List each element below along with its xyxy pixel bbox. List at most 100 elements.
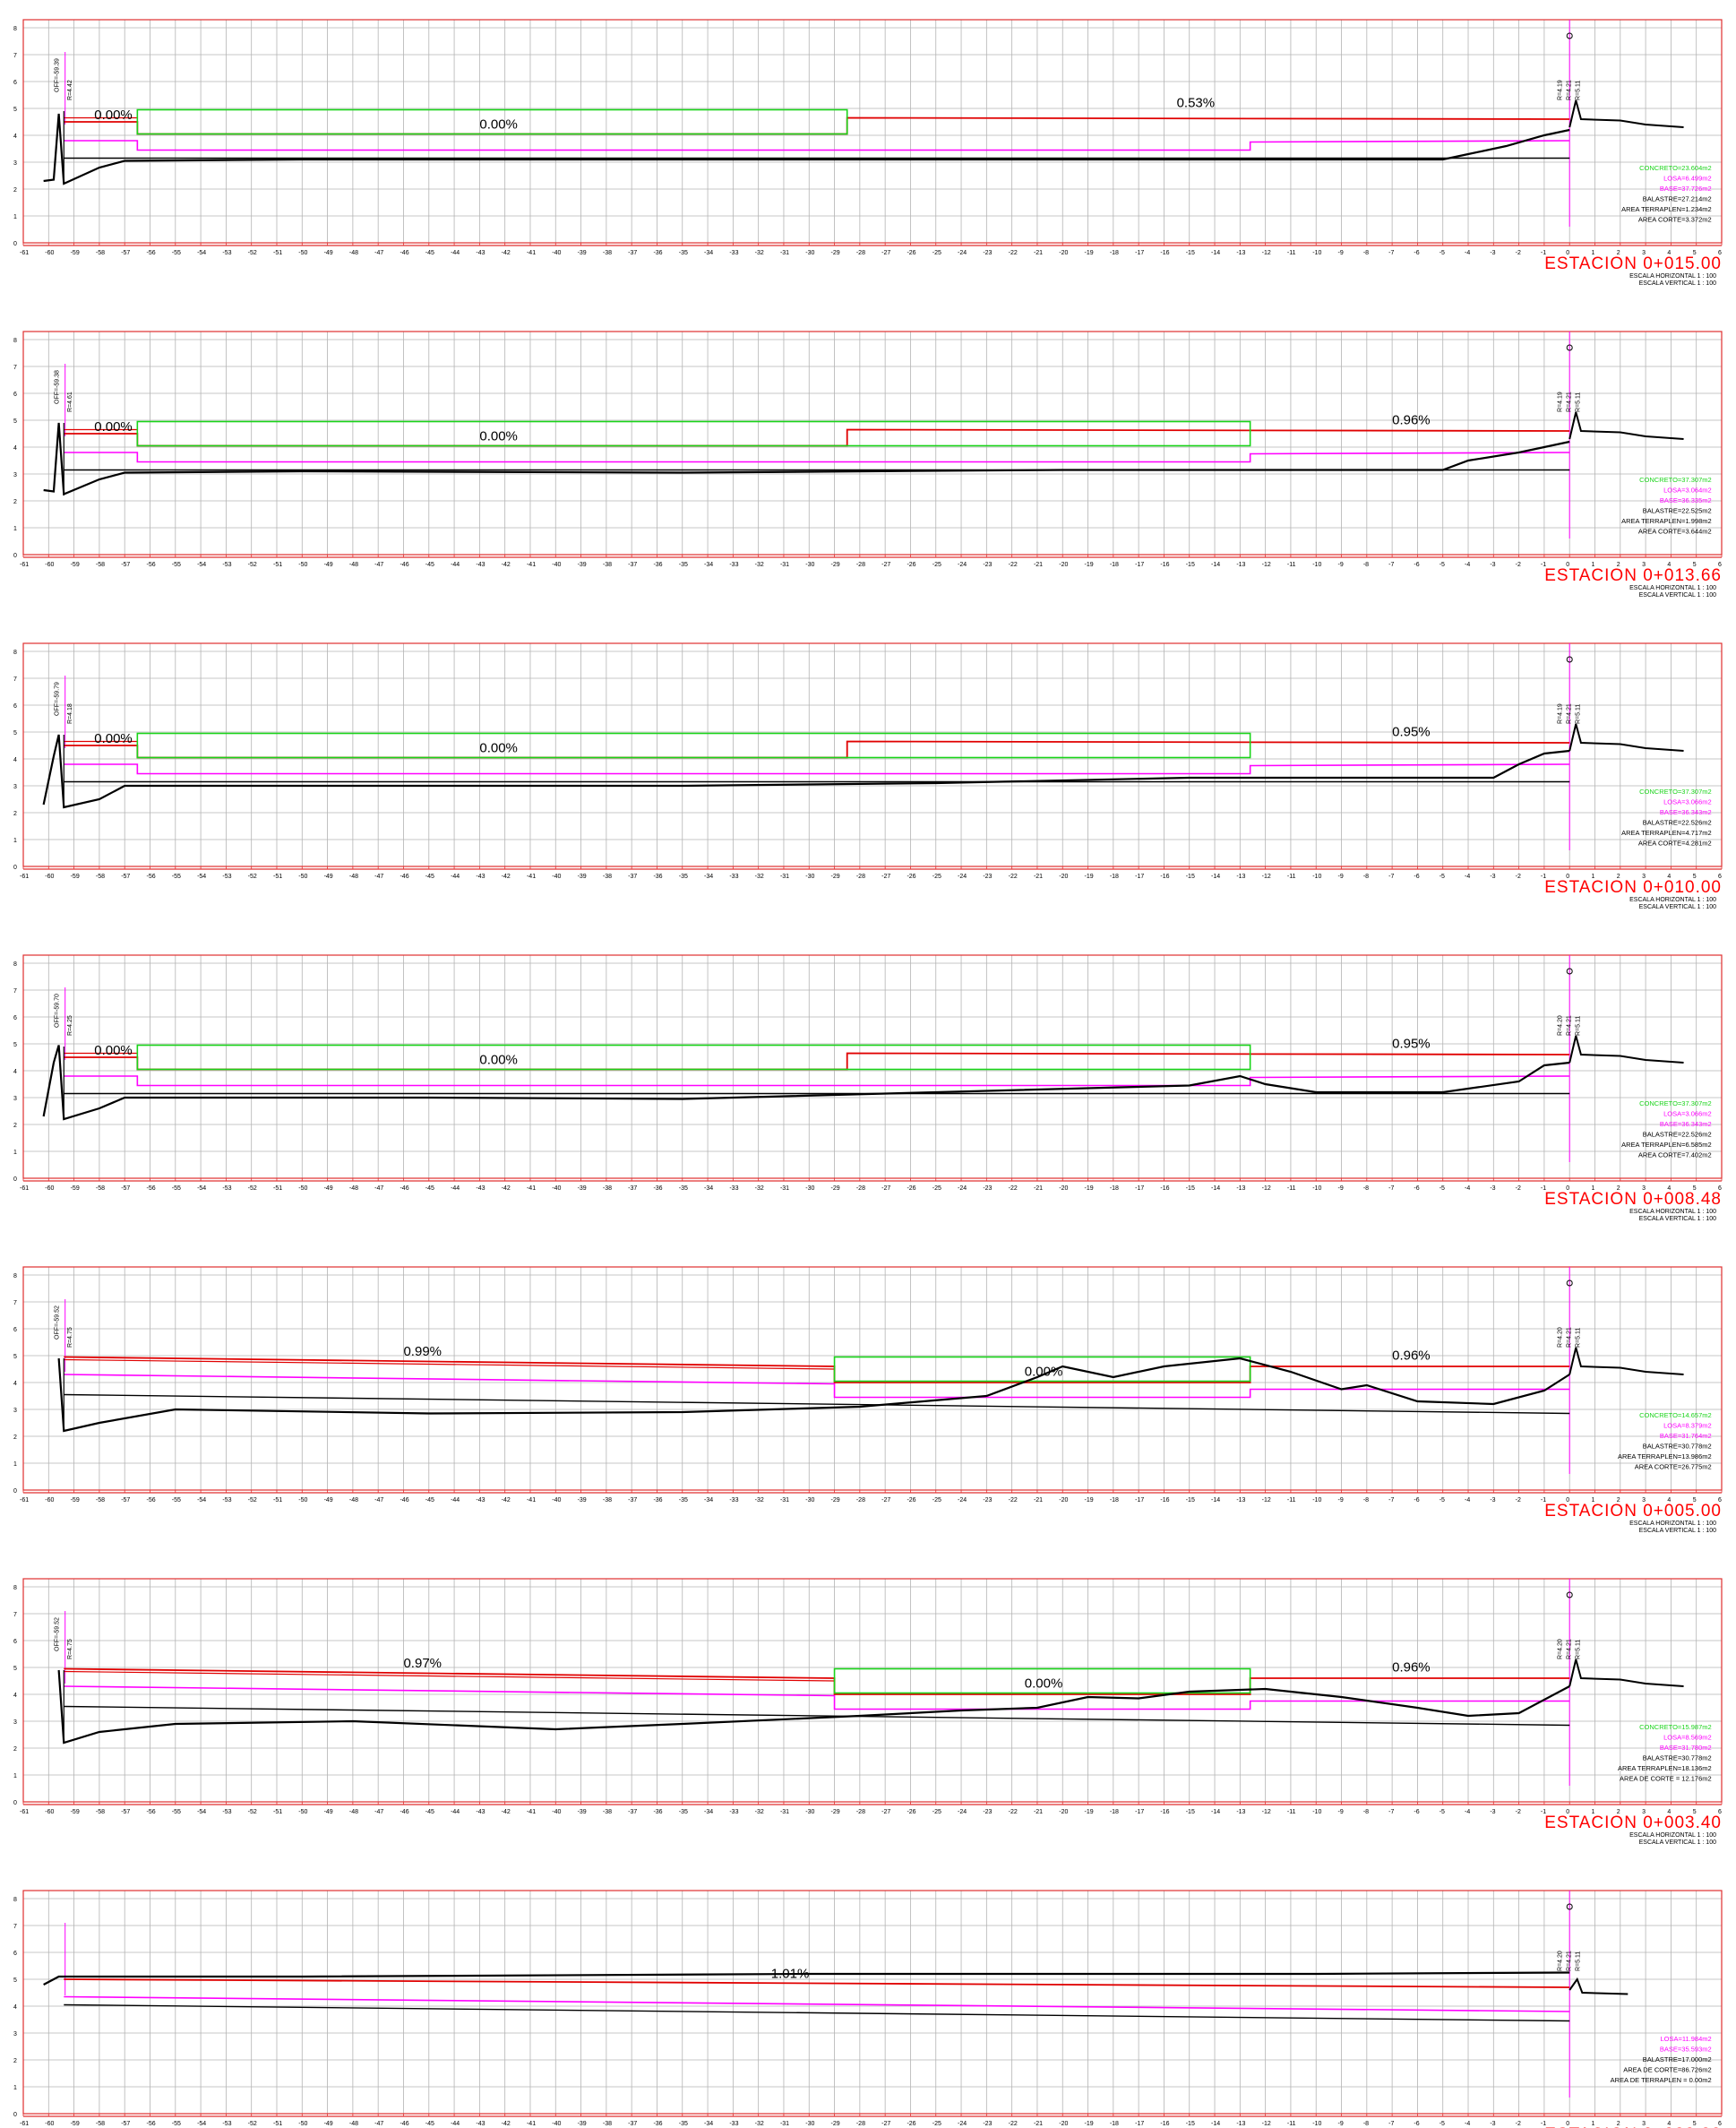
y-tick-label: 8 — [13, 650, 17, 656]
x-tick-label: 0 — [1566, 874, 1569, 880]
x-tick-label: -37 — [628, 1809, 637, 1815]
x-tick-label: 4 — [1667, 562, 1671, 568]
x-tick-label: -2 — [1516, 1185, 1521, 1192]
x-tick-label: -10 — [1312, 1185, 1321, 1192]
x-tick-label: -27 — [881, 562, 890, 568]
x-tick-label: -39 — [578, 1809, 587, 1815]
right-r-label: R=4.21 — [1567, 1951, 1573, 1971]
y-tick-label: 3 — [13, 1719, 17, 1726]
x-tick-label: -15 — [1186, 250, 1195, 256]
x-tick-label: -1 — [1541, 562, 1546, 568]
y-tick-label: 3 — [13, 472, 17, 478]
y-tick-label: 8 — [13, 1273, 17, 1279]
x-tick-label: -1 — [1541, 1497, 1546, 1503]
x-tick-label: -30 — [805, 1809, 814, 1815]
x-tick-label: 5 — [1693, 250, 1697, 256]
x-tick-label: -3 — [1490, 1497, 1495, 1503]
scale-vertical: ESCALA VERTICAL 1 : 100 — [1639, 1528, 1716, 1534]
station-title: ESTACION 0+010.00 — [1544, 878, 1722, 897]
right-r-label: R=4.21 — [1567, 1327, 1573, 1348]
x-tick-label: -46 — [400, 1809, 408, 1815]
offset-label: OFF=-59.38 — [55, 370, 61, 404]
right-r-label: R=4.21 — [1567, 1015, 1573, 1036]
x-tick-label: -28 — [856, 250, 865, 256]
x-tick-label: -13 — [1236, 1497, 1245, 1503]
x-tick-label: -54 — [197, 1809, 206, 1815]
x-tick-label: -10 — [1312, 874, 1321, 880]
x-tick-label: -59 — [71, 1185, 80, 1192]
x-tick-label: -43 — [476, 250, 485, 256]
area-label: AREA CORTE=26.775m2 — [1635, 1463, 1712, 1471]
x-tick-label: -26 — [907, 1497, 915, 1503]
x-tick-label: -51 — [273, 1809, 282, 1815]
x-tick-label: -41 — [527, 1185, 536, 1192]
y-tick-label: 6 — [13, 1639, 17, 1645]
x-tick-label: -16 — [1160, 2121, 1169, 2127]
area-label: BALASTRE=22.525m2 — [1643, 507, 1712, 515]
y-tick-label: 6 — [13, 392, 17, 398]
x-tick-label: -29 — [831, 1185, 840, 1192]
x-tick-label: -12 — [1262, 1497, 1271, 1503]
area-label: BASE=36.343m2 — [1660, 808, 1712, 816]
x-tick-label: -13 — [1236, 1185, 1245, 1192]
x-tick-label: -38 — [603, 250, 612, 256]
x-tick-label: -37 — [628, 1185, 637, 1192]
x-tick-label: -7 — [1388, 250, 1394, 256]
x-tick-label: -46 — [400, 1497, 408, 1503]
x-tick-label: -41 — [527, 1497, 536, 1503]
x-tick-label: -50 — [298, 1185, 307, 1192]
x-tick-label: -27 — [881, 1497, 890, 1503]
base-line — [64, 1685, 1570, 1710]
x-tick-label: -56 — [146, 1809, 155, 1815]
x-tick-label: -60 — [45, 562, 54, 568]
base-line — [64, 1995, 1570, 2012]
subgrade-line — [64, 1978, 1570, 1988]
x-tick-label: -25 — [932, 874, 941, 880]
terrain-line — [43, 113, 1570, 185]
x-tick-label: -5 — [1440, 2121, 1445, 2127]
x-tick-label: -53 — [222, 1185, 231, 1192]
x-tick-label: -28 — [856, 1809, 865, 1815]
x-tick-label: -22 — [1009, 1497, 1018, 1503]
x-tick-label: -19 — [1085, 1185, 1094, 1192]
x-tick-label: -6 — [1414, 1497, 1419, 1503]
y-tick-label: 5 — [13, 1977, 17, 1984]
x-tick-label: 6 — [1718, 1497, 1722, 1503]
x-tick-label: -54 — [197, 1497, 206, 1503]
right-r-label: R=4.21 — [1567, 703, 1573, 724]
base-line — [64, 1075, 1570, 1087]
station-title: ESTACION 0+005.00 — [1544, 1502, 1722, 1521]
x-tick-label: -42 — [502, 1497, 511, 1503]
x-tick-label: -40 — [552, 1185, 561, 1192]
x-tick-label: -52 — [248, 2121, 257, 2127]
x-tick-label: -17 — [1135, 874, 1144, 880]
x-tick-label: 3 — [1642, 1185, 1646, 1192]
x-tick-label: -19 — [1085, 1809, 1094, 1815]
x-tick-label: -49 — [324, 2121, 333, 2127]
sidewalk-line — [1568, 723, 1684, 752]
x-tick-label: -30 — [805, 2121, 814, 2127]
x-tick-label: -48 — [349, 1809, 358, 1815]
slope-right-label: 0.95% — [1392, 725, 1431, 740]
subgrade-line — [64, 1356, 1570, 1383]
area-label: BASE=31.780m2 — [1660, 1744, 1712, 1752]
x-tick-label: -20 — [1059, 2121, 1068, 2127]
x-tick-label: -13 — [1236, 250, 1245, 256]
y-tick-label: 3 — [13, 2031, 17, 2038]
x-tick-label: -31 — [780, 874, 789, 880]
y-tick-label: 7 — [13, 365, 17, 371]
x-tick-label: -11 — [1287, 562, 1296, 568]
terrain-line — [57, 1357, 1570, 1433]
x-tick-label: -19 — [1085, 2121, 1094, 2127]
slope-left-label: 0.00% — [94, 1043, 133, 1058]
x-tick-label: -59 — [71, 874, 80, 880]
area-label: LOSA=8.569m2 — [1663, 1734, 1712, 1742]
x-tick-label: -51 — [273, 562, 282, 568]
x-tick-label: -57 — [121, 2121, 130, 2127]
grid — [22, 332, 1723, 556]
x-tick-label: 3 — [1642, 1809, 1646, 1815]
panel-frame — [22, 1890, 1723, 2115]
x-tick-label: -35 — [679, 874, 688, 880]
slope-mid-label: 0.00% — [1025, 1676, 1063, 1692]
x-tick-label: -35 — [679, 1809, 688, 1815]
